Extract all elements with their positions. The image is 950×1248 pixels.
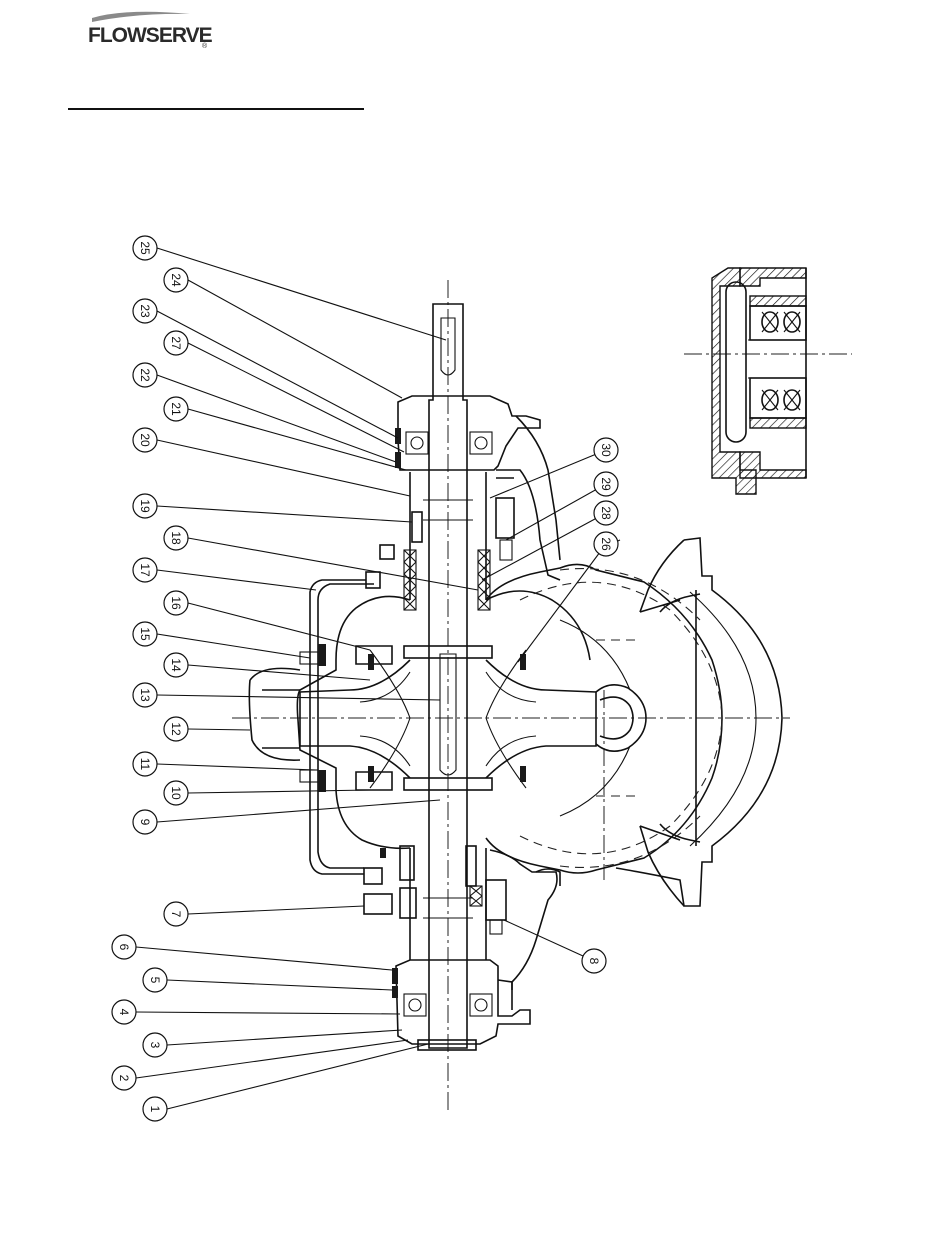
- svg-text:27: 27: [169, 336, 183, 350]
- lower-right-fitting: [486, 880, 506, 920]
- callout-21: 21: [164, 397, 188, 421]
- lower-bearing-housing: [392, 960, 530, 1050]
- upper-packing: [404, 550, 490, 610]
- callout-11: 11: [133, 752, 157, 776]
- callout-16: 16: [164, 591, 188, 615]
- callout-1: 1: [143, 1097, 167, 1121]
- lower-gland: [400, 888, 416, 918]
- callout-10: 10: [164, 781, 188, 805]
- pump-assembly: [232, 280, 790, 1110]
- callout-12: 12: [164, 717, 188, 741]
- svg-text:2: 2: [117, 1075, 131, 1082]
- svg-text:3: 3: [148, 1042, 162, 1049]
- svg-text:18: 18: [169, 531, 183, 545]
- svg-text:6: 6: [117, 944, 131, 951]
- svg-text:15: 15: [138, 627, 152, 641]
- svg-text:22: 22: [138, 368, 152, 382]
- svg-text:21: 21: [169, 402, 183, 416]
- callout-25: 25: [133, 236, 157, 260]
- svg-text:19: 19: [138, 499, 152, 513]
- svg-text:1: 1: [148, 1106, 162, 1113]
- svg-text:24: 24: [169, 273, 183, 287]
- svg-text:26: 26: [599, 537, 613, 551]
- svg-text:11: 11: [138, 758, 152, 771]
- upper-bearing-housing: [395, 396, 560, 560]
- svg-text:17: 17: [138, 563, 152, 577]
- callout-7: 7: [164, 902, 188, 926]
- callout-27: 27: [164, 331, 188, 355]
- bearing-detail-inset: [684, 268, 852, 494]
- callout-4: 4: [112, 1000, 136, 1024]
- svg-text:14: 14: [169, 658, 183, 672]
- upper-pipe-fitting: [366, 572, 380, 588]
- callout-5: 5: [143, 968, 167, 992]
- callout-3: 3: [143, 1033, 167, 1057]
- svg-text:30: 30: [599, 443, 613, 457]
- svg-text:25: 25: [138, 241, 152, 255]
- svg-text:5: 5: [148, 977, 162, 984]
- svg-text:12: 12: [169, 722, 183, 736]
- pump-foot: [602, 538, 782, 906]
- callout-19: 19: [133, 494, 157, 518]
- svg-text:7: 7: [169, 911, 183, 918]
- svg-text:16: 16: [169, 596, 183, 610]
- callout-2: 2: [112, 1066, 136, 1090]
- shaft: [423, 304, 473, 1048]
- svg-text:10: 10: [169, 786, 183, 800]
- svg-text:8: 8: [587, 958, 601, 965]
- callout-23: 23: [133, 299, 157, 323]
- callout-22: 22: [133, 363, 157, 387]
- callout-14: 14: [164, 653, 188, 677]
- svg-text:9: 9: [138, 819, 152, 826]
- upper-bracket: [366, 470, 560, 610]
- callout-29: 29: [594, 472, 618, 496]
- callout-28: 28: [594, 501, 618, 525]
- callout-18: 18: [164, 526, 188, 550]
- svg-text:23: 23: [138, 304, 152, 318]
- callout-15: 15: [133, 622, 157, 646]
- callout-26: 26: [594, 532, 618, 556]
- upper-fitting: [380, 545, 394, 559]
- svg-text:28: 28: [599, 506, 613, 520]
- callout-20: 20: [133, 428, 157, 452]
- svg-text:4: 4: [117, 1009, 131, 1016]
- svg-text:20: 20: [138, 433, 152, 447]
- callout-17: 17: [133, 558, 157, 582]
- callout-6: 6: [112, 935, 136, 959]
- svg-text:13: 13: [138, 688, 152, 702]
- lower-pipe-fitting: [364, 868, 382, 884]
- lower-seal-block: [364, 894, 392, 914]
- callout-13: 13: [133, 683, 157, 707]
- callout-9: 9: [133, 810, 157, 834]
- callout-30: 30: [594, 438, 618, 462]
- leader-lines: [136, 248, 606, 1109]
- volute-casing: [486, 564, 722, 873]
- svg-text:29: 29: [599, 477, 613, 491]
- callout-8: 8: [582, 949, 606, 973]
- callout-24: 24: [164, 268, 188, 292]
- inset-key: [726, 282, 746, 442]
